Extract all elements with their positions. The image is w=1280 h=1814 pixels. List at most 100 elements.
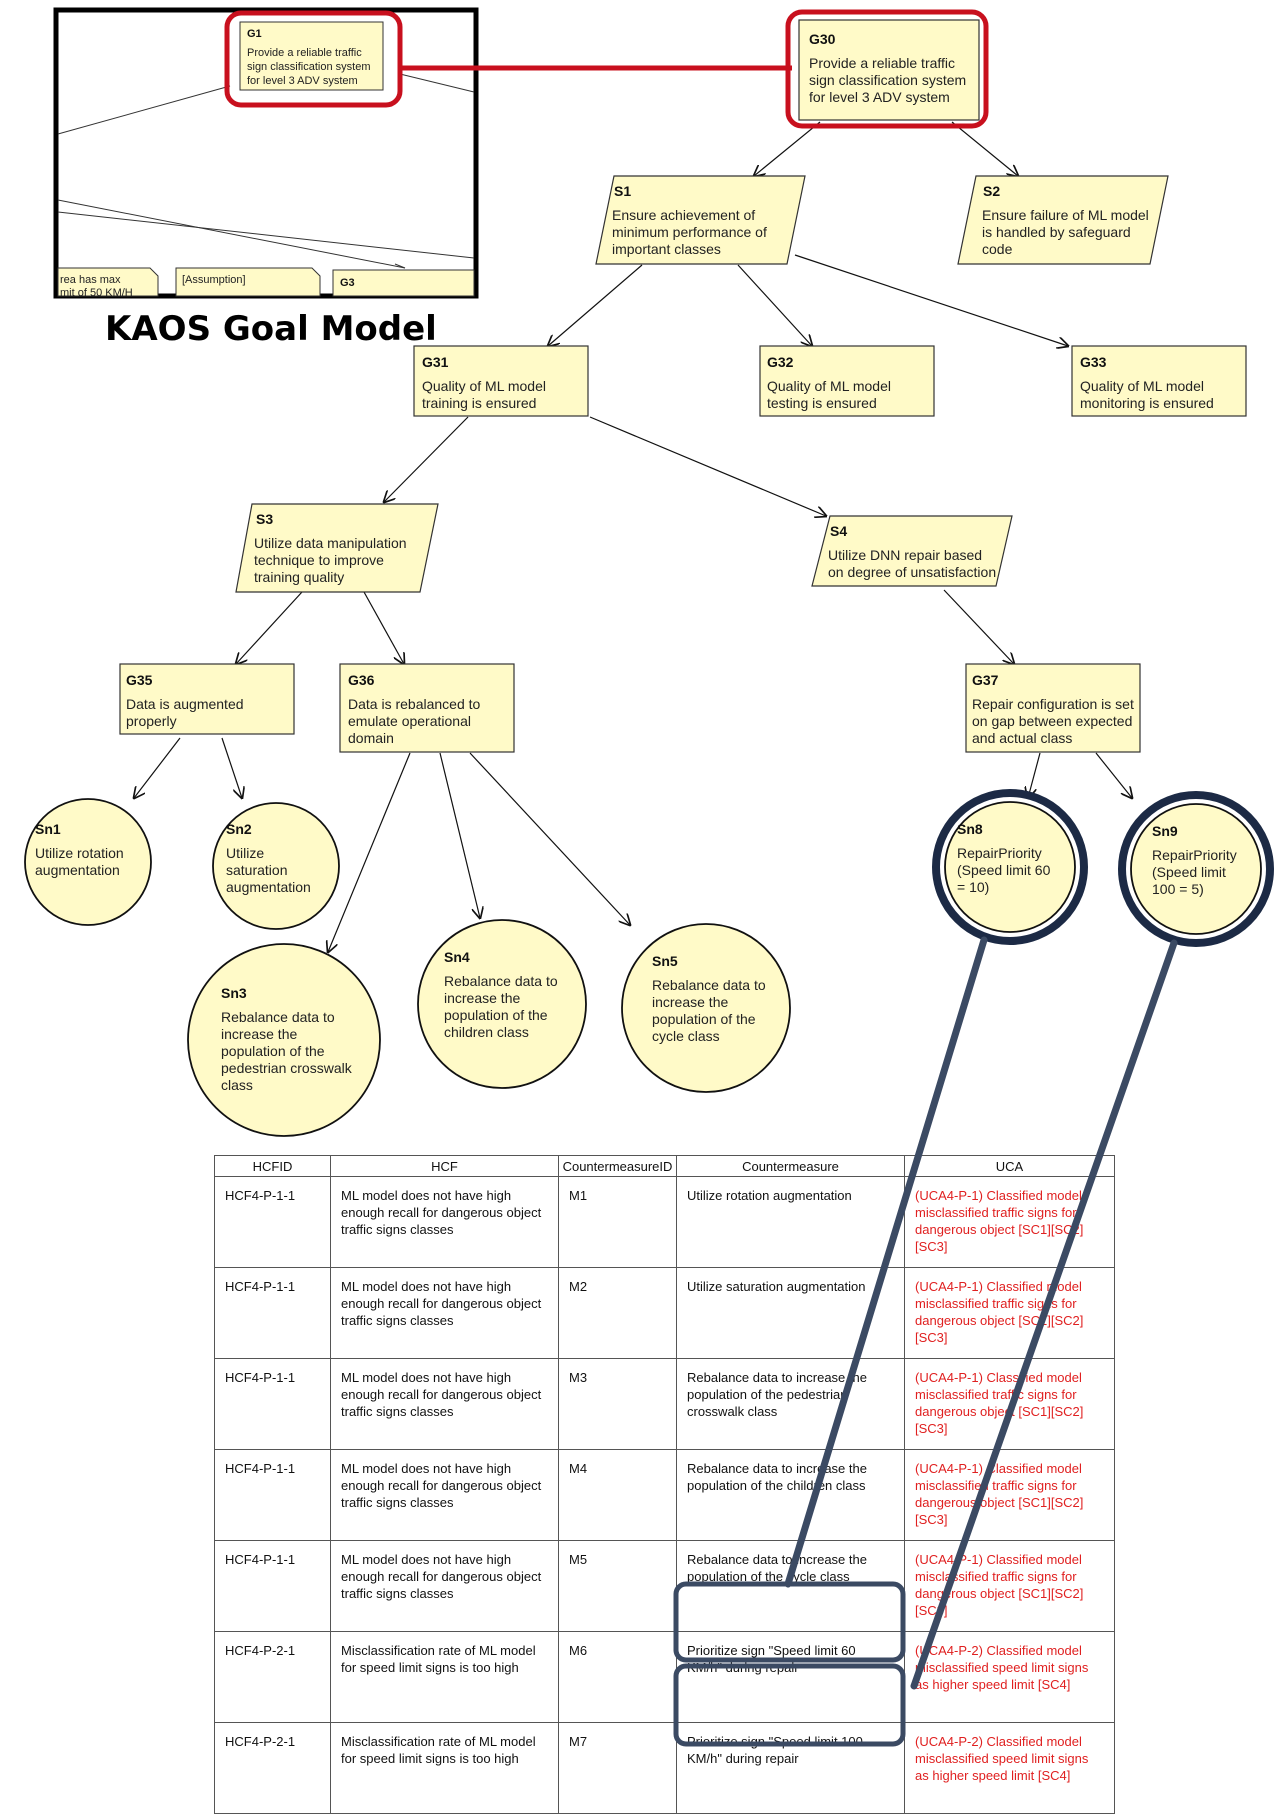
solution-sn5: Sn5 Rebalance data to increase the popul… xyxy=(621,923,791,1093)
node-line: augmentation xyxy=(35,862,120,878)
countermeasure-cell: Rebalance data to increase the populatio… xyxy=(676,1358,905,1450)
node-id: Sn3 xyxy=(221,985,247,1001)
edge-s1-g32 xyxy=(737,264,812,346)
edge-g35-sn2 xyxy=(221,737,242,798)
table-row: HCF4-P-1-1 ML model does not have high e… xyxy=(214,1540,1115,1632)
goal-model-diagram: G1 Provide a reliable traffic sign class… xyxy=(24,7,1274,1137)
node-id: G33 xyxy=(1080,354,1107,370)
edge-s4-g37 xyxy=(943,589,1014,664)
node-line: domain xyxy=(348,730,394,746)
solution-sn1: Sn1 Utilize rotation augmentation xyxy=(24,798,152,926)
goal-g30: G30 Provide a reliable traffic sign clas… xyxy=(798,19,980,121)
node-id: S2 xyxy=(983,183,1000,199)
node-line: pedestrian crosswalk xyxy=(221,1060,353,1076)
kaos-inset: G1 Provide a reliable traffic sign class… xyxy=(53,7,479,299)
node-line: code xyxy=(982,241,1013,257)
node-line: on gap between expected xyxy=(972,713,1132,729)
edge-g36-sn3 xyxy=(328,752,411,952)
kaos-caption: KAOS Goal Model xyxy=(105,309,437,349)
inset-arrowhead xyxy=(394,263,406,269)
edge-g36-sn5 xyxy=(469,752,630,925)
goal-g37: G37 Repair configuration is set on gap b… xyxy=(965,663,1141,753)
node-id: Sn2 xyxy=(226,821,252,837)
edge-g31-s3 xyxy=(384,416,469,502)
uca-cell: (UCA4-P-1) Classified model misclassifie… xyxy=(904,1449,1115,1541)
hcf-cell: ML model does not have high enough recal… xyxy=(330,1358,559,1450)
goal-box xyxy=(339,663,515,753)
node-id: Sn9 xyxy=(1152,823,1178,839)
node-id: Sn8 xyxy=(957,821,983,837)
countermeasure-id-cell: M4 xyxy=(558,1449,677,1541)
node-line: properly xyxy=(126,713,177,729)
node-line: important classes xyxy=(612,241,721,257)
strategy-s4: S4 Utilize DNN repair based on degree of… xyxy=(811,515,1013,587)
solution-circle xyxy=(417,919,587,1089)
edge-g37-sn9 xyxy=(1095,752,1132,798)
inset-g1-highlight xyxy=(224,10,403,108)
inset-g1-line: for level 3 ADV system xyxy=(247,75,358,87)
node-line: Repair configuration is set xyxy=(972,696,1134,712)
table-row: HCF4-P-2-1 Misclassification rate of ML … xyxy=(214,1722,1115,1814)
node-line: sign classification system xyxy=(809,72,966,88)
inset-note xyxy=(57,267,159,297)
node-line: for level 3 ADV system xyxy=(809,89,950,105)
node-line: population of the xyxy=(652,1011,756,1027)
node-line: Quality of ML model xyxy=(767,378,891,394)
goal-box xyxy=(119,663,295,735)
node-line: technique to improve xyxy=(254,552,384,568)
node-id: Sn5 xyxy=(652,953,678,969)
edge-s3-g35 xyxy=(236,591,303,664)
node-line: Rebalance data to xyxy=(444,973,558,989)
countermeasure-cell: Rebalance data to increase the populatio… xyxy=(676,1449,905,1541)
countermeasure-id-cell: M1 xyxy=(558,1176,677,1268)
countermeasure-id-cell: M5 xyxy=(558,1540,677,1632)
node-line: and actual class xyxy=(972,730,1072,746)
uca-cell: (UCA4-P-1) Classified model misclassifie… xyxy=(904,1540,1115,1632)
inset-link-1 xyxy=(57,85,231,135)
table-row: HCF4-P-1-1 ML model does not have high e… xyxy=(214,1267,1115,1359)
uca-cell: (UCA4-P-1) Classified model misclassifie… xyxy=(904,1267,1115,1359)
edge-g30-s2 xyxy=(951,121,1018,176)
inset-g1-line: sign classification system xyxy=(247,61,371,73)
inset-g1-line: Provide a reliable traffic xyxy=(247,47,362,59)
strategy-shape xyxy=(957,175,1169,265)
node-id: G35 xyxy=(126,672,153,688)
node-line: cycle class xyxy=(652,1028,720,1044)
solution-circle xyxy=(24,798,152,926)
solution-sn8: Sn8 RepairPriority (Speed limit 60 = 10) xyxy=(932,789,1088,945)
inset-link-3 xyxy=(57,199,406,269)
edge-g37-sn8 xyxy=(1028,752,1041,798)
countermeasure-cell: Utilize rotation augmentation xyxy=(676,1176,905,1268)
inset-g1-box xyxy=(239,21,384,91)
hcf-cell: ML model does not have high enough recal… xyxy=(330,1267,559,1359)
goal-box xyxy=(798,19,980,121)
hcfid-cell: HCF4-P-1-1 xyxy=(214,1267,331,1359)
node-id: Sn1 xyxy=(35,821,61,837)
hcf-cell: ML model does not have high enough recal… xyxy=(330,1449,559,1541)
node-line: on degree of unsatisfaction xyxy=(828,564,996,580)
solution-sn4: Sn4 Rebalance data to increase the popul… xyxy=(417,919,587,1089)
hcf-cell: ML model does not have high enough recal… xyxy=(330,1540,559,1632)
node-line: population of the xyxy=(444,1007,548,1023)
strategy-shape xyxy=(595,175,806,265)
countermeasure-table: HCFID HCF CountermeasureID Countermeasur… xyxy=(214,1155,1115,1814)
solution-circle xyxy=(944,801,1076,933)
solution-sn9: Sn9 RepairPriority (Speed limit 100 = 5) xyxy=(1118,791,1274,947)
countermeasure-id-cell: M6 xyxy=(558,1631,677,1723)
uca-cell: (UCA4-P-1) Classified model misclassifie… xyxy=(904,1176,1115,1268)
node-line: increase the xyxy=(652,994,728,1010)
edge-g36-sn4 xyxy=(439,752,480,918)
edge-s3-g36 xyxy=(363,591,404,664)
node-line: increase the xyxy=(444,990,520,1006)
node-line: monitoring is ensured xyxy=(1080,395,1214,411)
node-line: Rebalance data to xyxy=(652,977,766,993)
goal-g31: G31 Quality of ML model training is ensu… xyxy=(413,345,589,417)
edges xyxy=(134,121,1132,952)
goal-box xyxy=(413,345,589,417)
hcfid-cell: HCF4-P-2-1 xyxy=(214,1631,331,1723)
edge-g30-s1 xyxy=(754,121,821,176)
edge-g35-sn1 xyxy=(134,737,181,798)
node-line: = 10) xyxy=(957,879,989,895)
node-line: training quality xyxy=(254,569,344,585)
countermeasure-cell: Utilize saturation augmentation xyxy=(676,1267,905,1359)
